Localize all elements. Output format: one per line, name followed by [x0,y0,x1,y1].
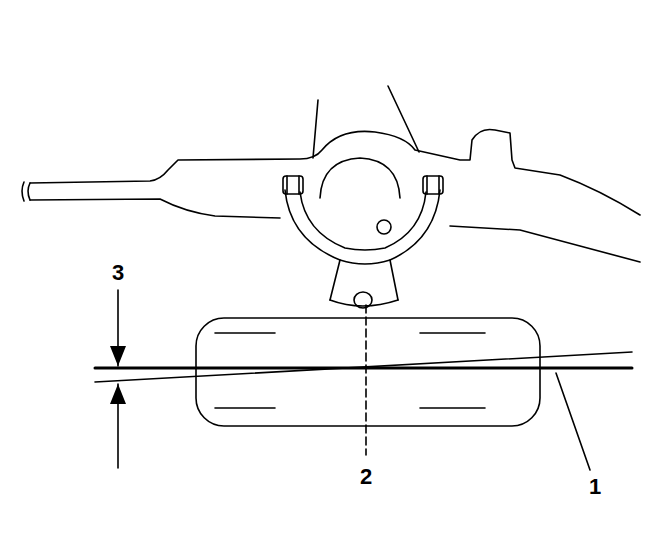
callout-number: 1 [589,476,601,498]
callout-number: 2 [360,466,372,488]
callout-number: 3 [112,262,124,284]
